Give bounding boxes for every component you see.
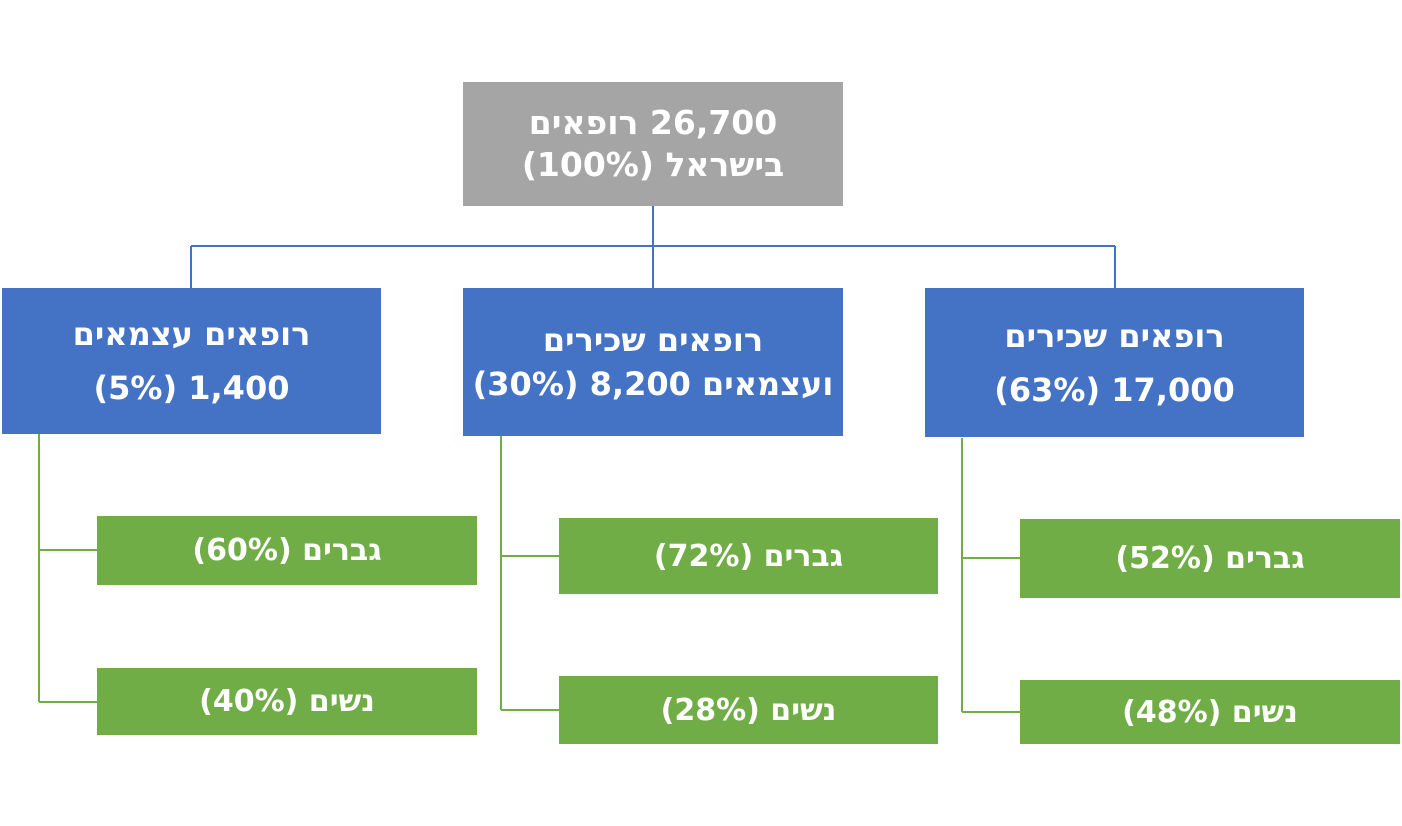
leaf-node-independent-men: גברים (60%) (97, 516, 477, 585)
category-salaried-line-2: 17,000 (63%) (994, 370, 1235, 409)
root-line-2: בישראל (100%) (521, 145, 785, 184)
category-independent-line-2: 1,400 (5%) (93, 369, 290, 407)
leaf-connectors (38, 434, 1020, 713)
leaf-node-mixed-women: נשים (28%) (559, 676, 938, 744)
leaf-label: גברים (52%) (1115, 541, 1305, 576)
root-line-1: 26,700 רופאים (528, 103, 778, 142)
category-node-independent: רופאים עצמאים 1,400 (5%) (2, 288, 381, 434)
leaf-node-salaried-women: נשים (48%) (1020, 680, 1400, 744)
leaf-label: גברים (72%) (653, 538, 844, 574)
category-mixed-line-2: ועצמאים 8,200 (30%) (472, 365, 834, 403)
leaf-label: נשים (48%) (1122, 694, 1298, 730)
category-salaried-line-1: רופאים שכירים (1004, 316, 1225, 355)
root-node-total-doctors: 26,700 רופאים בישראל (100%) (463, 82, 843, 206)
leaf-node-mixed-men: גברים (72%) (559, 518, 938, 594)
category-node-salaried: רופאים שכירים 17,000 (63%) (925, 288, 1304, 437)
category-node-salaried-and-independent: רופאים שכירים ועצמאים 8,200 (30%) (463, 288, 843, 436)
leaf-node-salaried-men: גברים (52%) (1020, 519, 1400, 598)
category-connectors (190, 206, 1116, 288)
leaf-node-independent-women: נשים (40%) (97, 668, 477, 735)
leaf-label: נשים (40%) (199, 684, 375, 719)
category-independent-line-1: רופאים עצמאים (72, 315, 311, 353)
category-mixed-line-1: רופאים שכירים (542, 321, 764, 359)
leaf-label: נשים (28%) (660, 692, 837, 728)
leaf-label: גברים (60%) (192, 533, 382, 568)
